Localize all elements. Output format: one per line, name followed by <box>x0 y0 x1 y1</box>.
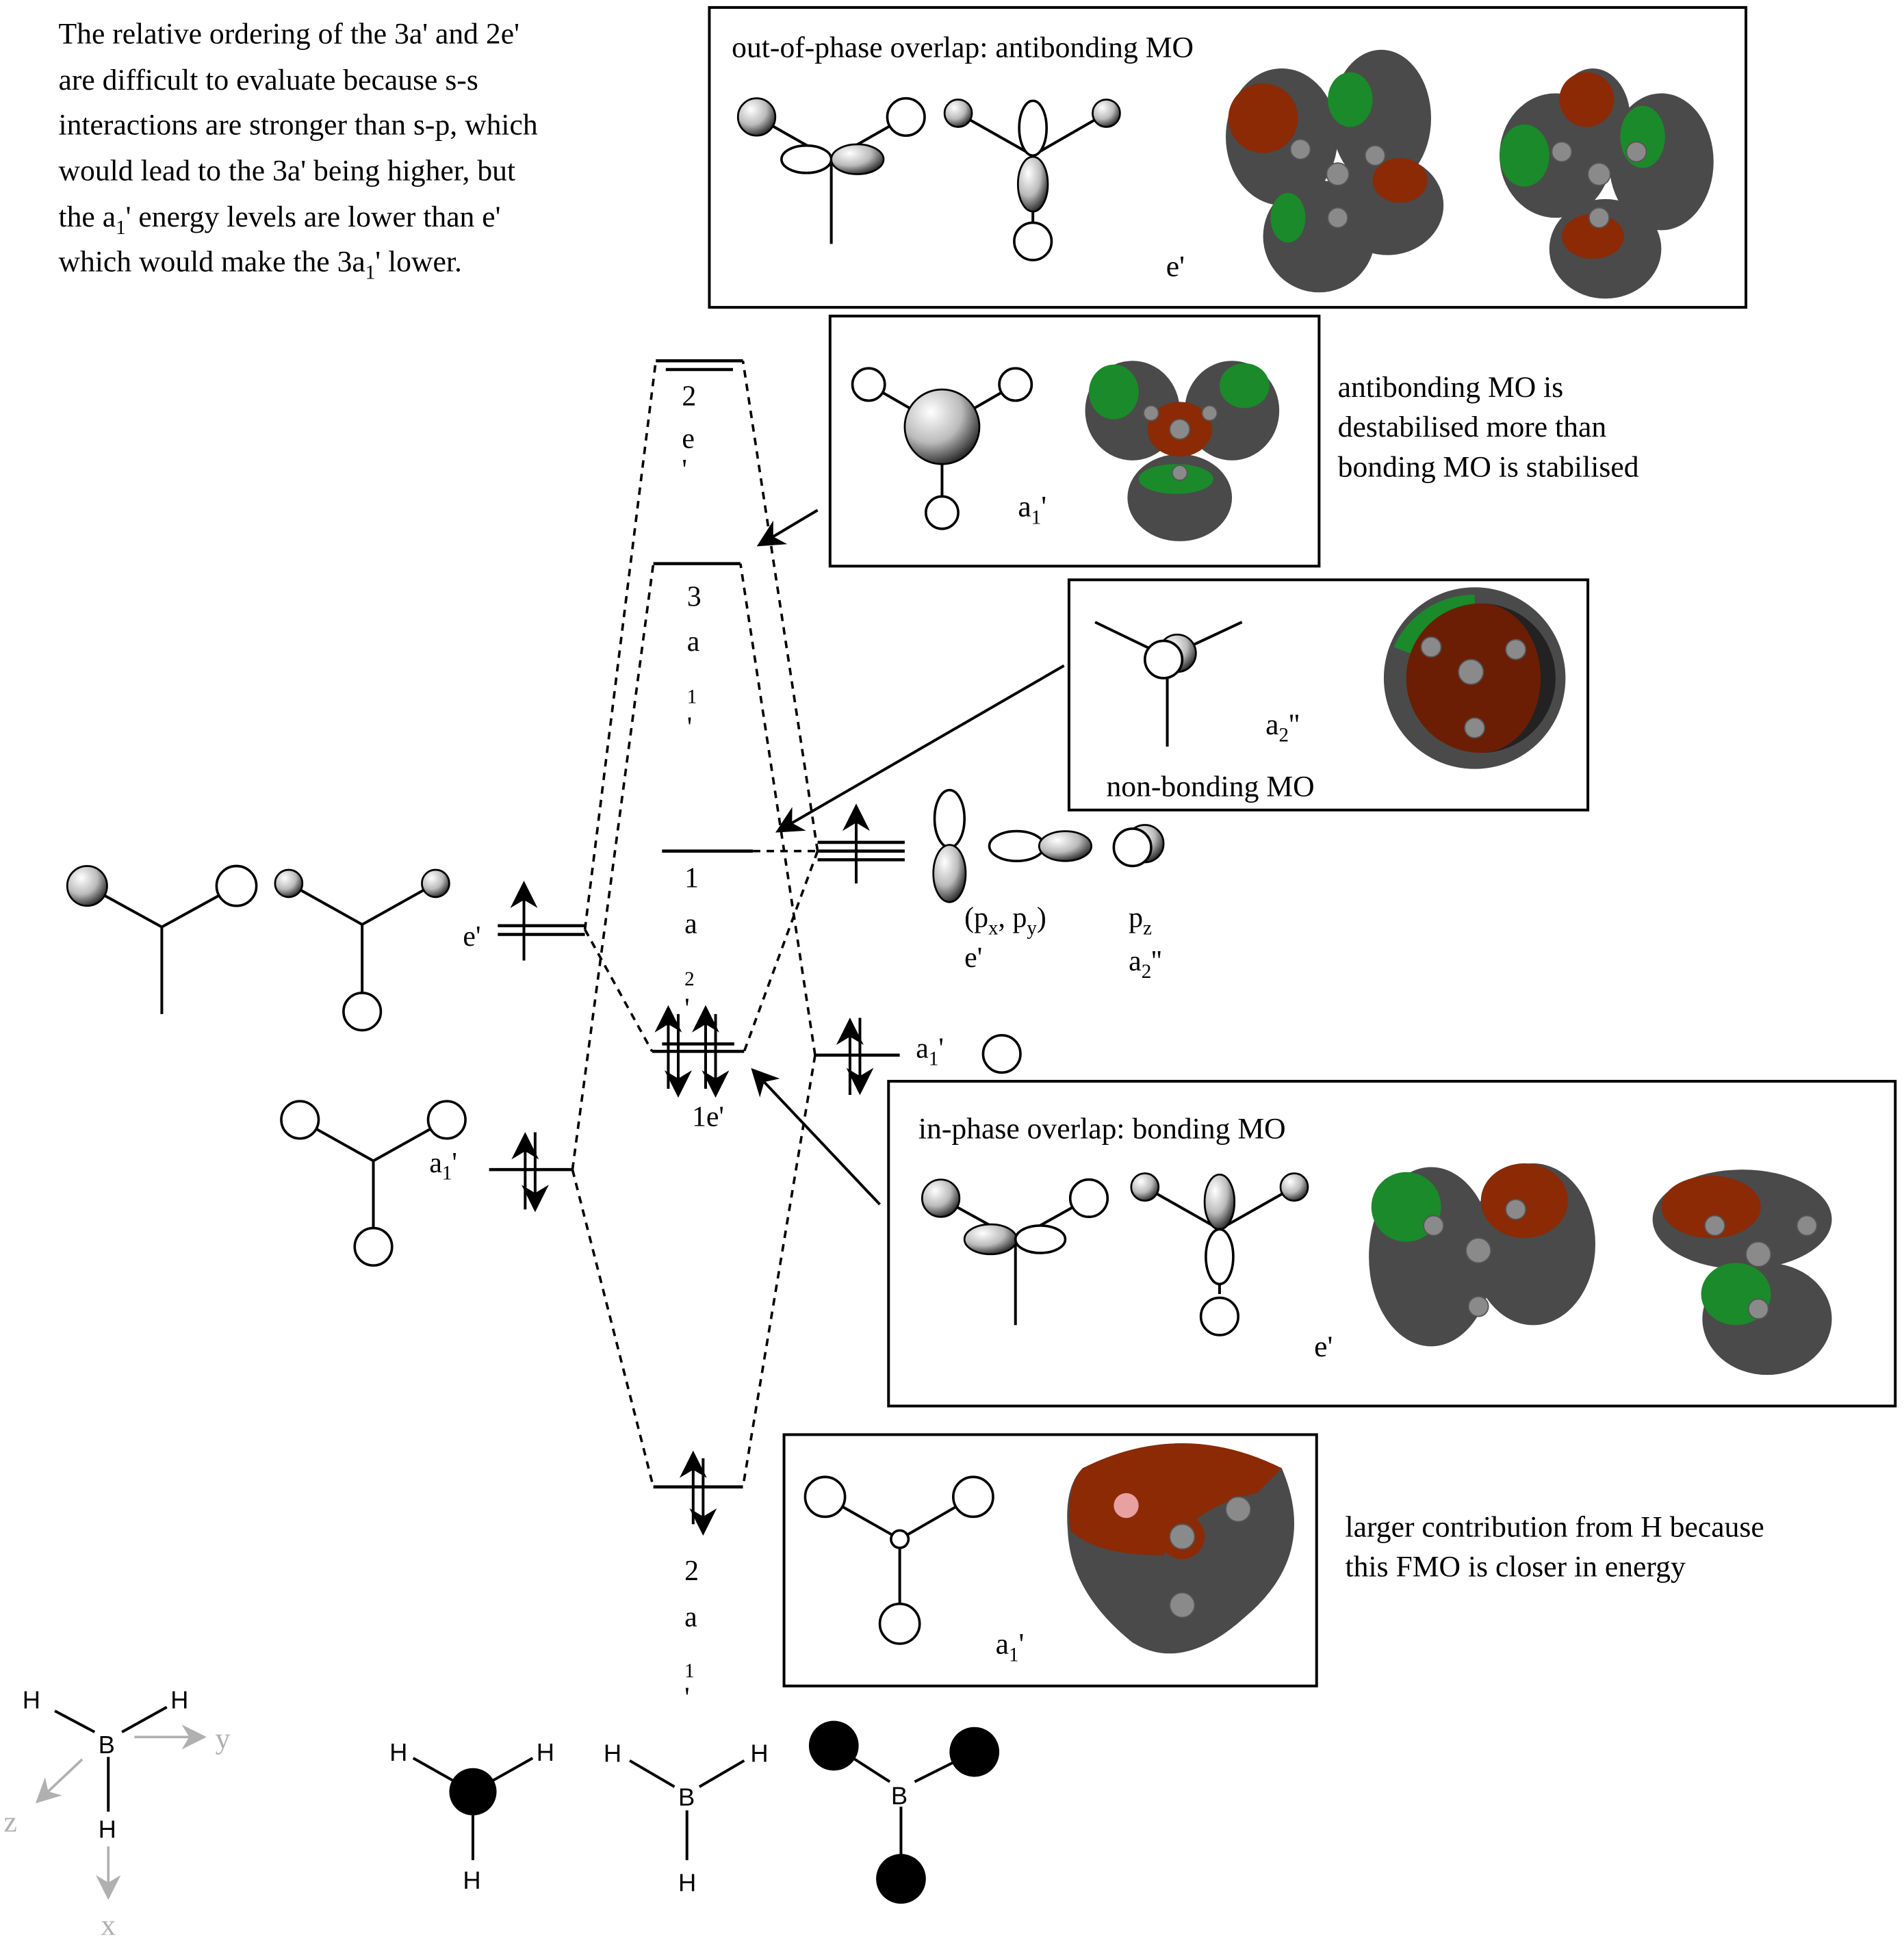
bonding-a1-comment: larger contribution from H because this … <box>1346 1511 1764 1584</box>
level-label: 2 <box>684 968 695 990</box>
axis-label: y <box>216 1722 231 1755</box>
symmetry-label: a1' <box>916 1033 944 1070</box>
mo-isosurface <box>1067 1443 1295 1654</box>
note-line: which would make the 3a1' lower. <box>59 245 462 283</box>
box-title: in-phase overlap: bonding MO <box>918 1113 1286 1146</box>
mo-isosurface <box>1226 49 1444 293</box>
note-line: the a1' energy levels are lower than e' <box>59 201 501 239</box>
level-label: 2 <box>682 381 696 413</box>
axis-label: x <box>101 1909 116 1941</box>
atom-label: H <box>678 1869 696 1897</box>
symmetry-label: a2'' <box>1129 946 1161 983</box>
comment-line: destabilised more than <box>1338 411 1607 443</box>
atom-label: H <box>463 1866 480 1894</box>
bonding-a1-box: a1' <box>782 1433 1318 1688</box>
boron-s-fragment: a1' <box>814 1017 1022 1096</box>
pointer-arrow <box>775 664 1065 833</box>
nonbonding-box: a2'' non-bonding MO <box>1067 578 1590 812</box>
level-label: ' <box>684 1683 690 1714</box>
b-h-orbital-structure: B <box>808 1720 1000 1904</box>
atom-label: H <box>23 1685 40 1714</box>
level-label: a <box>684 1601 697 1633</box>
note-line: would lead to the 3a' being higher, but <box>59 155 516 188</box>
coordinate-axes: H H B H y z x <box>4 1685 231 1941</box>
level-1a2: 1 a 2 ' <box>662 849 754 1024</box>
p-orbital-label: (px, py) <box>964 903 1046 940</box>
pz-label: pz <box>1129 903 1152 940</box>
symmetry-label: e' <box>1314 1330 1333 1363</box>
atom-label: B <box>891 1781 908 1809</box>
level-label: ' <box>682 454 687 486</box>
box-title: non-bonding MO <box>1106 771 1314 803</box>
symmetry-label: e' <box>964 942 982 974</box>
mo-isosurface <box>1369 1163 1596 1347</box>
h3-structure: H H H <box>389 1738 554 1894</box>
pointer-arrow <box>751 1068 881 1206</box>
atom-label: H <box>604 1740 621 1768</box>
orbital-sketch <box>1130 1172 1309 1336</box>
electron-pair <box>654 1005 730 1098</box>
h3-e-fragment: e' <box>66 864 585 1032</box>
mo-isosurface <box>1085 361 1280 541</box>
boron-s-orbital <box>903 388 981 465</box>
atom-label: H <box>537 1738 554 1766</box>
explanation-note: The relative ordering of the 3a' and 2e'… <box>59 18 538 284</box>
orbital-sketch <box>943 99 1121 261</box>
level-label: 1 <box>687 686 697 708</box>
mo-isosurface <box>1500 68 1714 299</box>
correlation-lines <box>571 361 819 1488</box>
symmetry-label: e' <box>1166 250 1185 283</box>
mo-isosurface <box>1652 1170 1832 1375</box>
antibonding-a1-box: a1' <box>828 314 1321 568</box>
symmetry-label: a1' <box>996 1627 1025 1666</box>
mo-isosurface <box>1383 587 1566 769</box>
note-line: The relative ordering of the 3a' and 2e' <box>59 18 519 51</box>
level-2a1: 2 a 1 ' <box>653 1450 743 1714</box>
comment-line: this FMO is closer in energy <box>1346 1551 1686 1584</box>
note-line: are difficult to evaluate because s-s <box>59 64 478 96</box>
level-label: 1 <box>684 862 699 894</box>
atom-label: H <box>99 1816 116 1844</box>
h3-a1-fragment: a1' <box>280 1100 573 1267</box>
level-label: 1e' <box>692 1102 724 1133</box>
level-label: e <box>682 424 695 455</box>
axis-label: z <box>4 1805 17 1838</box>
level-label: a <box>684 909 697 940</box>
level-label: 1 <box>684 1660 695 1682</box>
symmetry-label: a1' <box>429 1148 457 1185</box>
level-label: ' <box>687 712 693 743</box>
atom-label: B <box>678 1783 695 1811</box>
atom-label: B <box>99 1731 115 1759</box>
symmetry-label: a1' <box>1018 491 1046 529</box>
level-label: 3 <box>687 581 702 612</box>
level-2e: 2 e ' <box>656 359 743 486</box>
note-line: interactions are stronger than s-p, whic… <box>59 108 538 141</box>
symmetry-label: a2'' <box>1265 708 1300 747</box>
bonding-e-box: in-phase overlap: bonding MO e' <box>887 1080 1897 1408</box>
symmetry-label: e' <box>463 921 480 953</box>
atom-label: H <box>389 1738 407 1766</box>
boron-p-fragment: (px, py) e' pz a2'' <box>817 788 1165 983</box>
level-1e: 1e' <box>652 1005 745 1133</box>
antibonding-e-box: out-of-phase overlap: antibonding MO e' <box>708 5 1748 309</box>
bh3-structure: H H B H <box>604 1740 769 1897</box>
level-label: ' <box>684 993 690 1024</box>
atom-label: H <box>750 1740 768 1768</box>
orbital-sketch <box>921 1178 1109 1326</box>
comment-line: antibonding MO is <box>1338 371 1564 404</box>
atom-label: H <box>170 1685 188 1714</box>
orbital-sketch <box>736 96 926 244</box>
comment-line: larger contribution from H because <box>1346 1511 1764 1544</box>
level-label: 2 <box>684 1555 699 1587</box>
level-3a1: 3 a 1 ' <box>653 562 741 743</box>
level-label: a <box>687 626 700 658</box>
comment-line: bonding MO is stabilised <box>1338 450 1639 483</box>
antibonding-comment: antibonding MO is destabilised more than… <box>1338 371 1639 483</box>
box-title: out-of-phase overlap: antibonding MO <box>732 31 1194 64</box>
pointer-arrow <box>756 508 819 547</box>
